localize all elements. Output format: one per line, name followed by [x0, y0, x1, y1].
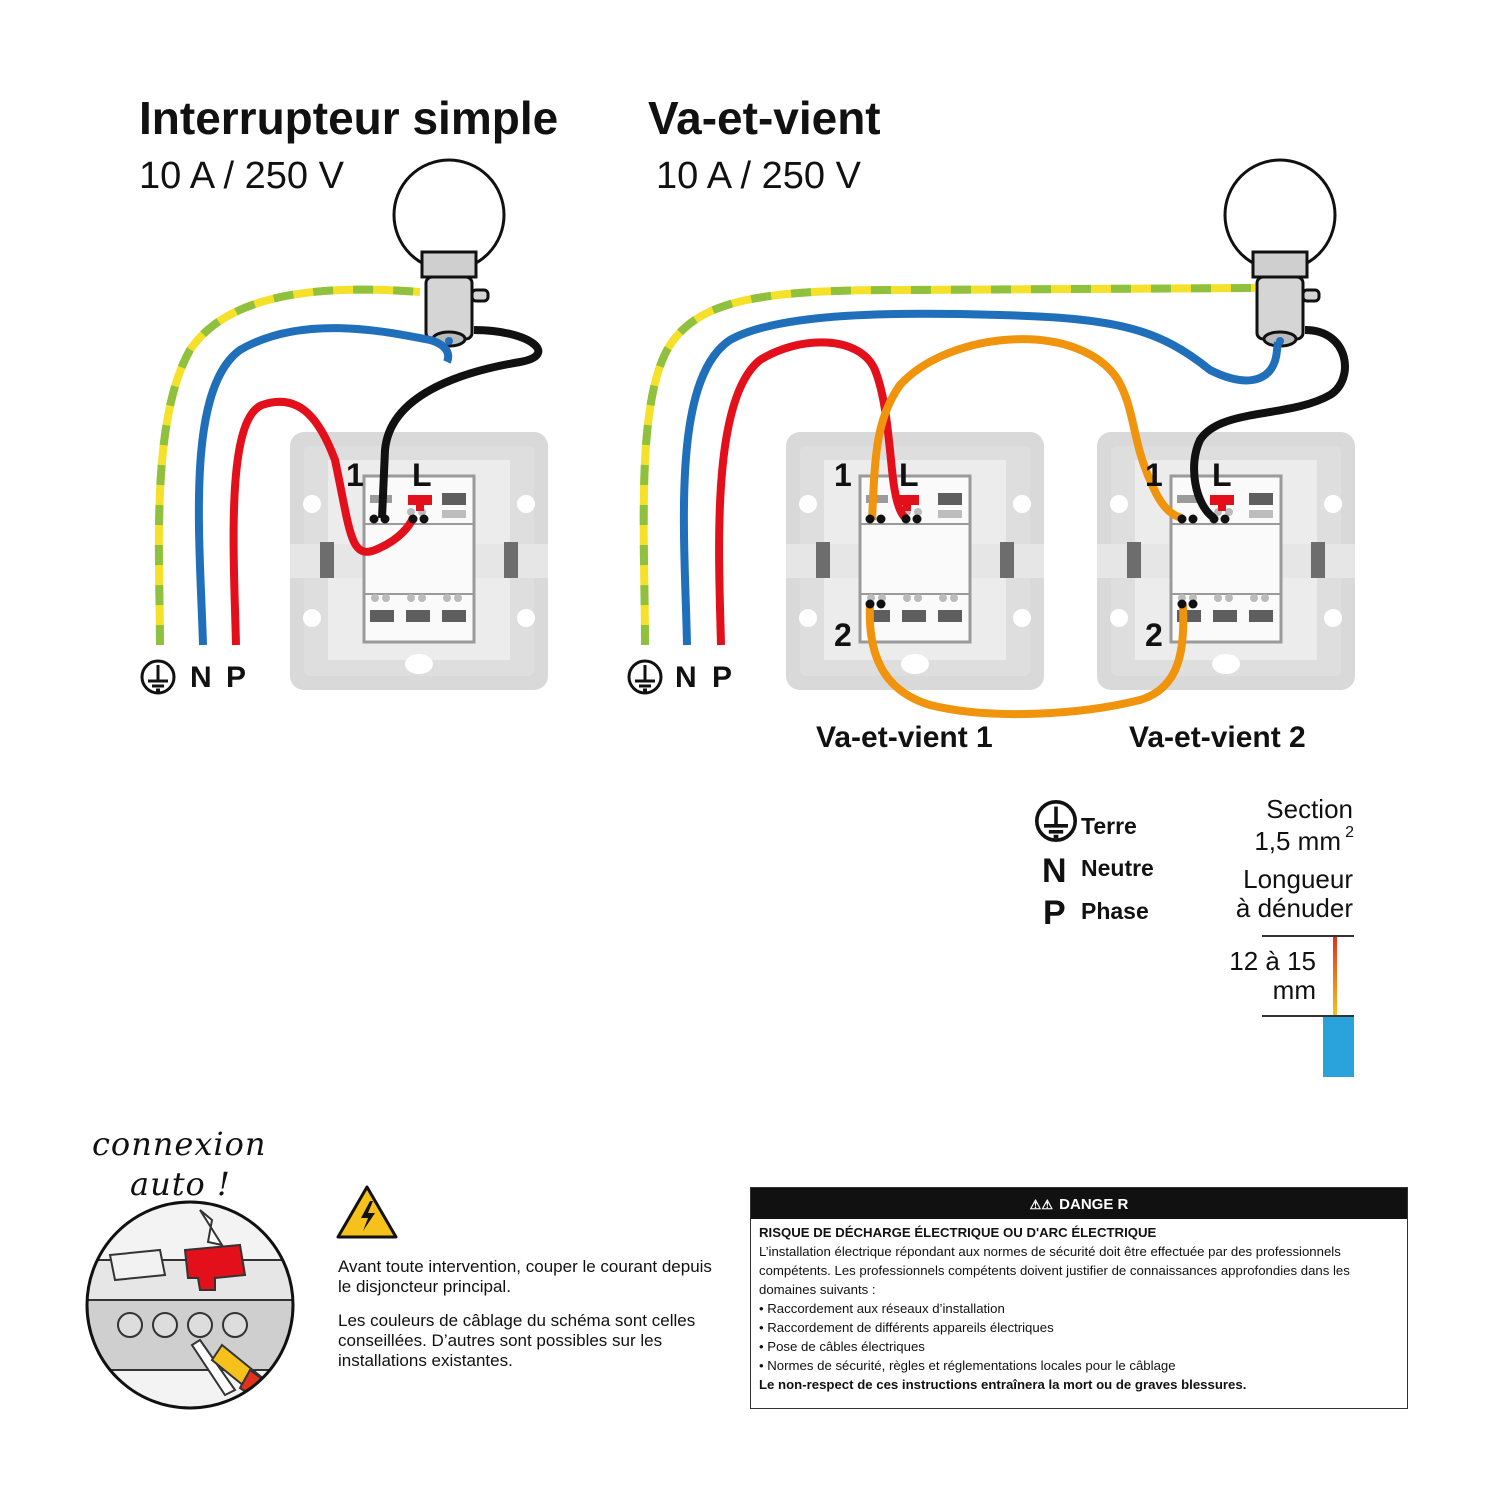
- strip-length-bar: [1333, 937, 1337, 1015]
- danger-title: DANGE R: [1059, 1196, 1129, 1213]
- danger-box: ⚠⚠ DANGE R RISQUE DE DÉCHARGE ÉLECTRIQUE…: [750, 1187, 1408, 1409]
- traveler-wire: [865, 604, 1188, 719]
- switch-name: Va-et-vient 2: [1129, 721, 1306, 754]
- neutral-wire: [679, 309, 1282, 646]
- phase-wire: [229, 397, 417, 646]
- legend-earth-label: Terre: [1081, 813, 1137, 839]
- strip-title-1: Longueur: [1243, 864, 1353, 894]
- connection-illustration: [85, 1200, 295, 1410]
- legend-n-symbol: N: [1042, 852, 1067, 890]
- terminal-1: 1: [346, 457, 364, 493]
- list-item: Normes de sécurité, règles et réglementa…: [759, 1356, 1399, 1375]
- earth-icon: [1035, 799, 1077, 843]
- earth-icon: [627, 659, 663, 695]
- legend-n-label: Neutre: [1081, 855, 1154, 881]
- vv-rating: 10 A / 250 V: [656, 155, 862, 197]
- traveler-wire: [868, 335, 1184, 522]
- terminal-l: L: [1212, 457, 1232, 493]
- danger-list: Raccordement aux réseaux d’installation …: [759, 1299, 1399, 1375]
- terminal-l: L: [899, 457, 919, 493]
- bulb-icon: [392, 158, 506, 348]
- simple-rating: 10 A / 250 V: [139, 155, 345, 197]
- list-item: Pose de câbles électriques: [759, 1337, 1399, 1356]
- terminal-2: 2: [1145, 617, 1163, 653]
- bulb-icon: [1223, 158, 1337, 348]
- return-wire: [378, 326, 543, 519]
- switch-name: Va-et-vient 1: [816, 721, 993, 754]
- terminal-2: 2: [834, 617, 852, 653]
- label-p: P: [712, 661, 732, 694]
- return-wire: [1190, 326, 1349, 522]
- cable-insulation: [1323, 1017, 1354, 1077]
- legend-p-symbol: P: [1043, 894, 1066, 932]
- connexion-line1: connexion: [92, 1125, 267, 1163]
- svg-text:1,5 mm: 1,5 mm: [1254, 826, 1341, 856]
- phase-wire: [715, 338, 909, 646]
- warning-note: Avant toute intervention, couper le cour…: [338, 1257, 712, 1296]
- danger-header: ⚠⚠ DANGE R: [751, 1188, 1407, 1219]
- danger-intro: L’installation électrique répondant aux …: [759, 1244, 1350, 1297]
- strip-length-unit: mm: [1273, 975, 1316, 1005]
- terminal-1: 1: [1145, 457, 1163, 493]
- strip-length: 12 à 15: [1229, 946, 1316, 976]
- label-n: N: [675, 661, 697, 694]
- list-item: Raccordement de différents appareils éle…: [759, 1318, 1399, 1337]
- label-p: P: [226, 661, 246, 694]
- legend-p-label: Phase: [1081, 898, 1149, 924]
- neutral-wire: [194, 324, 453, 646]
- simple-title: Interrupteur simple: [139, 92, 558, 144]
- terminal-l: L: [412, 457, 432, 493]
- earth-icon: [140, 659, 176, 695]
- terminal-1: 1: [834, 457, 852, 493]
- section-title: Section: [1266, 794, 1353, 824]
- strip-title-2: à dénuder: [1236, 893, 1353, 923]
- label-n: N: [190, 661, 212, 694]
- section-value: 1,5 mm: [1254, 826, 1341, 856]
- warning-icon: ⚠⚠: [1029, 1197, 1053, 1212]
- high-voltage-icon: [336, 1185, 398, 1239]
- vv-title: Va-et-vient: [648, 92, 881, 144]
- section-superscript: 2: [1345, 824, 1354, 841]
- colors-note: Les couleurs de câblage du schéma sont c…: [338, 1311, 696, 1370]
- danger-final: Le non-respect de ces instructions entra…: [759, 1377, 1247, 1392]
- connexion-line2: auto !: [130, 1165, 231, 1203]
- list-item: Raccordement aux réseaux d’installation: [759, 1299, 1399, 1318]
- danger-risk: RISQUE DE DÉCHARGE ÉLECTRIQUE OU D'ARC É…: [759, 1225, 1157, 1240]
